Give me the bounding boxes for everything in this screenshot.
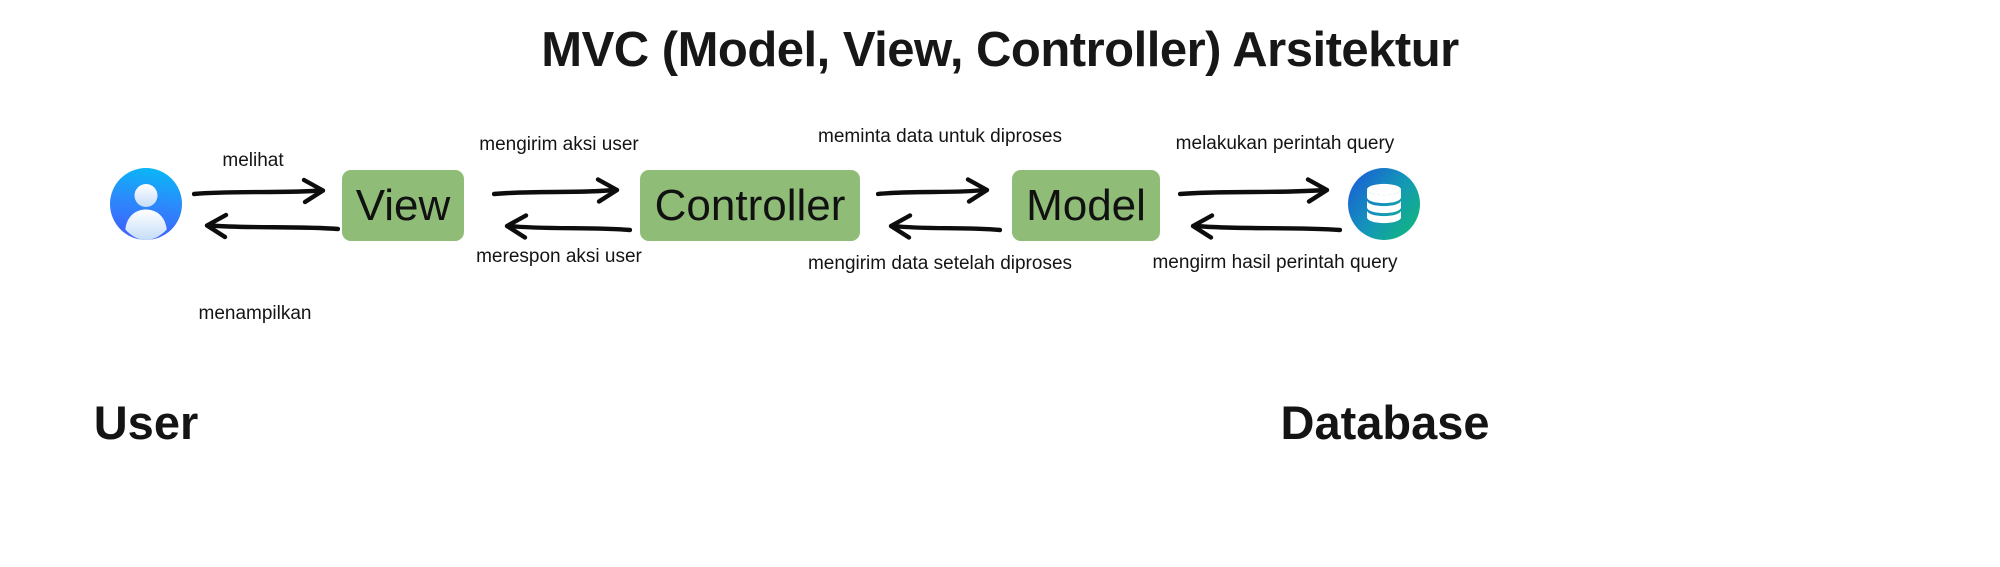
arrow-backward-mengirm-hasil-perintah-query	[1190, 213, 1342, 240]
database-caption: Database	[1280, 396, 1490, 449]
node-view[interactable]: View	[342, 170, 464, 241]
edge-label-melihat: melihat	[222, 150, 284, 171]
arrow-forward-melihat	[192, 177, 326, 205]
arrow-forward-meminta-data	[876, 177, 990, 204]
edge-label-melakukan-perintah-query: melakukan perintah query	[1175, 133, 1395, 154]
arrow-forward-mengirim-aksi-user	[492, 177, 620, 204]
arrow-backward-mengirim-data	[888, 213, 1002, 240]
node-controller[interactable]: Controller	[640, 170, 860, 241]
arrow-pair-model-database	[1178, 168, 1342, 250]
bidirectional-arrows	[492, 177, 632, 240]
arrow-backward-merespon-aksi-user	[504, 213, 632, 240]
edge-label-menampilkan: menampilkan	[198, 303, 312, 324]
user-caption: User	[93, 396, 199, 449]
edge-label-merespon-aksi-user: merespon aksi user	[476, 246, 642, 267]
edge-label-mengirim-aksi-user: mengirim aksi user	[479, 134, 639, 155]
bidirectional-arrows	[876, 177, 1002, 240]
node-model[interactable]: Model	[1012, 170, 1160, 241]
node-controller-label: Controller	[654, 180, 846, 230]
user-node	[110, 168, 182, 240]
arrow-pair-controller-model	[876, 168, 1002, 250]
arrow-backward-menampilkan	[204, 212, 340, 240]
page-title: MVC (Model, View, Controller) Arsitektur	[541, 23, 1459, 77]
node-model-label: Model	[1026, 180, 1146, 230]
bidirectional-arrows	[192, 177, 340, 240]
database-node	[1348, 168, 1420, 240]
node-view-label: View	[355, 180, 451, 230]
arrow-pair-user-view	[192, 168, 340, 250]
user-avatar-icon	[110, 168, 182, 240]
arrow-pair-view-controller	[492, 168, 632, 250]
edge-label-mengirm-hasil-perintah-query: mengirm hasil perintah query	[1152, 252, 1398, 273]
database-cylinder-icon	[1348, 168, 1420, 240]
arrow-forward-melakukan-perintah-query	[1178, 177, 1330, 204]
edge-label-mengirim-data-setelah-diproses: mengirim data setelah diproses	[807, 253, 1073, 274]
bidirectional-arrows	[1178, 177, 1342, 240]
edge-label-meminta-data-untuk-diproses: meminta data untuk diproses	[818, 126, 1062, 147]
